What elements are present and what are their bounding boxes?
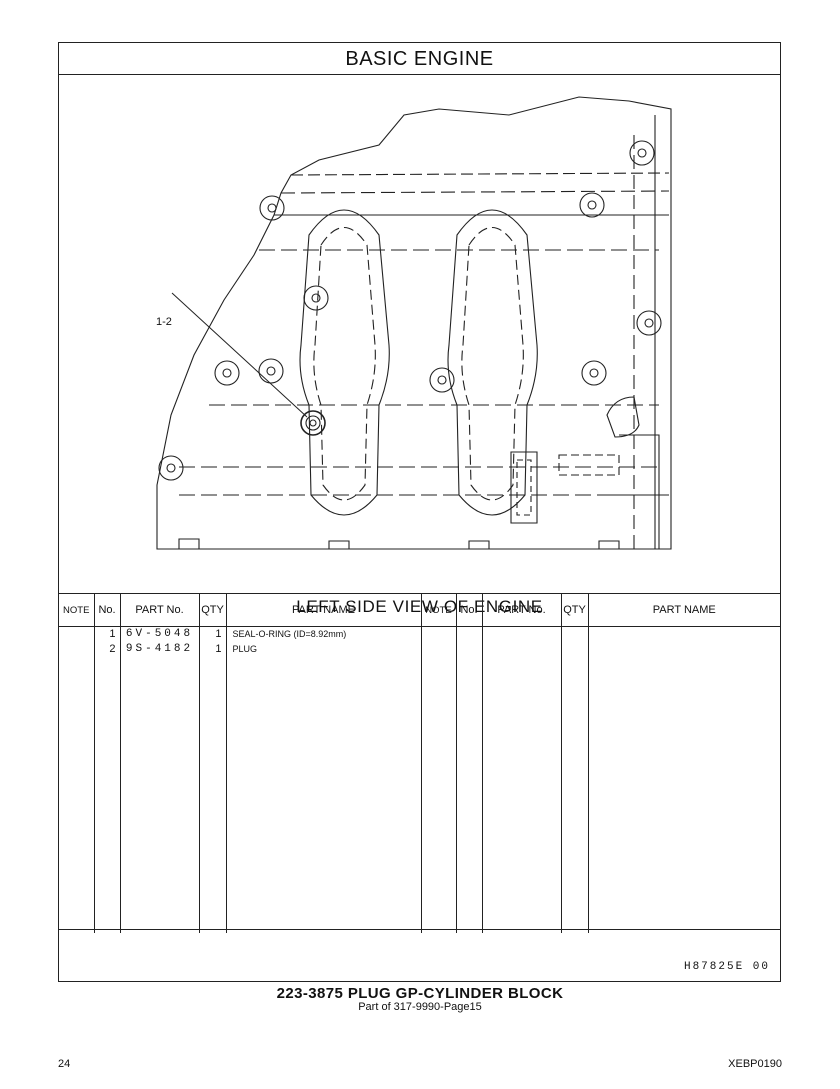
table-row-1-no: 1 — [109, 628, 116, 640]
illustration-ref-code: H87825E 00 — [683, 961, 770, 973]
page-number: 24 — [58, 1058, 71, 1070]
col-part-name-right: PART NAME — [587, 593, 780, 627]
col-qty: QTY — [198, 593, 226, 627]
col-part-name: PART NAME — [225, 593, 421, 627]
page-title: BASIC ENGINE — [59, 43, 780, 75]
table-body-row: 1 2 6V-5048 9S-4182 1 1 SEAL-O-RING (ID=… — [59, 626, 780, 934]
table-row-1-part-no: 6V-5048 — [125, 628, 194, 640]
qty-cell-right — [560, 626, 588, 933]
part-no-cell: 6V-5048 9S-4182 — [119, 626, 199, 933]
table-row-1-name: SEAL-O-RING (ID=8.92mm) — [232, 629, 347, 639]
group-subcaption: Part of 317-9990-Page15 — [358, 1001, 482, 1013]
group-caption: 223-3875 PLUG GP-CYLINDER BLOCK — [276, 985, 564, 1002]
note-cell — [59, 627, 94, 934]
qty-cell: 1 1 — [198, 626, 226, 933]
col-no-right: No. — [455, 593, 482, 627]
table-row-2-no: 2 — [109, 643, 116, 655]
col-note-right: NOTE — [420, 593, 456, 627]
col-part-no-right: PART No. — [481, 593, 561, 627]
part-no-cell-right — [481, 626, 561, 933]
note-cell-right — [420, 626, 456, 933]
parts-page-frame: BASIC ENGINE — [58, 42, 781, 982]
table-header-row: NOTE No. PART No. QTY PART NAME NOTE No.… — [59, 593, 780, 627]
col-note: NOTE — [59, 593, 94, 627]
no-cell-right — [455, 626, 482, 933]
table-row-2-part-no: 9S-4182 — [125, 643, 194, 655]
no-cell: 1 2 — [93, 626, 120, 933]
parts-table: NOTE No. PART No. QTY PART NAME NOTE No.… — [59, 593, 780, 933]
part-name-cell-right — [587, 626, 780, 933]
col-no: No. — [93, 593, 120, 627]
table-row-2-name: PLUG — [232, 644, 258, 654]
part-name-cell: SEAL-O-RING (ID=8.92mm) PLUG — [225, 626, 421, 933]
reference-band: H87825E 00 — [59, 929, 780, 981]
engine-illustration: 1-2 LEFT SIDE VIEW OF ENGINE — [59, 75, 780, 635]
cylinder-block-drawing — [156, 96, 672, 550]
table-row-1-qty: 1 — [215, 628, 222, 640]
document-id: XEBP0190 — [728, 1058, 782, 1070]
col-part-no: PART No. — [119, 593, 199, 627]
callout-label: 1-2 — [156, 316, 172, 328]
col-qty-right: QTY — [560, 593, 588, 627]
table-row-2-qty: 1 — [215, 643, 222, 655]
